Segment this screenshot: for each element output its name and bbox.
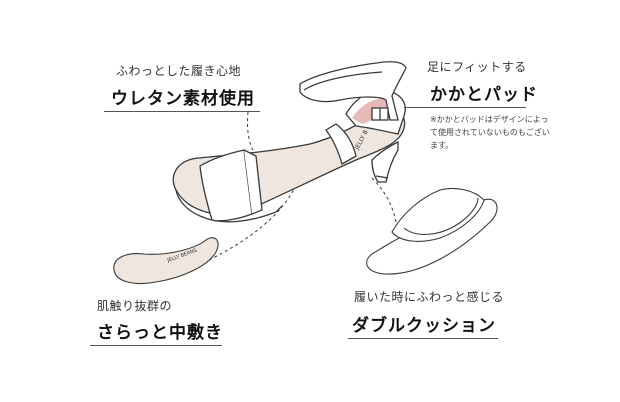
- separate-insole: [113, 237, 219, 285]
- cushion-rule: [348, 338, 498, 339]
- cushion-title: ダブルクッション: [352, 316, 496, 336]
- urethane-caption: ふわっとした履き心地: [116, 64, 242, 78]
- insole-caption: 肌触り抜群の: [97, 299, 173, 313]
- sandal-heel: [371, 140, 399, 183]
- heel-pad-title: かかとパッド: [430, 85, 538, 105]
- double-cushion-pads: [366, 187, 498, 275]
- insole-rule: [90, 345, 222, 346]
- urethane-rule: [104, 111, 260, 112]
- cushion-caption: 履いた時にふわっと感じる: [354, 290, 505, 304]
- toe-strap: [199, 149, 263, 222]
- heel-pad-rule: [404, 107, 526, 108]
- side-quarter: [325, 123, 357, 165]
- ankle-strap: [299, 61, 407, 121]
- heel-pad-caption: 足にフィットする: [427, 60, 527, 74]
- insole-title: さらっと中敷き: [97, 323, 223, 343]
- leader-cushion: [371, 177, 397, 223]
- urethane-title: ウレタン素材使用: [111, 89, 255, 109]
- heel-pad-note: ※かかとパッドはデザインによって使用されていないものもございます。: [430, 115, 550, 150]
